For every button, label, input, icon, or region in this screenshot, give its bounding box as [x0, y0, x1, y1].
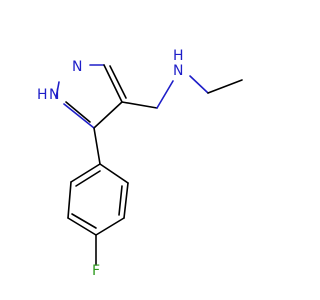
bond-c4-ch2: [121, 101, 158, 109]
bond-nh-ch2: [189, 75, 209, 94]
bond-c3-c4: [103, 64, 123, 103]
bond-ch2-ch3: [207, 79, 243, 94]
bond-ar4-ar5: [67, 217, 97, 236]
bond-ar6-ar1: [70, 163, 101, 183]
pyrazole-ring: [55, 64, 127, 129]
atom-labels: N H N H N F: [37, 48, 184, 279]
molecule-structure: N H N H N F: [37, 48, 243, 279]
bond-c5-n1: [63, 103, 95, 129]
bond-ar5-ar6: [67, 181, 72, 219]
bond-c5-aryl: [93, 127, 101, 165]
bond-ar4-ar5-double: [71, 213, 97, 229]
atom-ring-nh-h: H: [37, 87, 48, 103]
atom-fluorine: F: [92, 263, 100, 279]
bond-n1-n2: [55, 81, 60, 99]
bond-ar6-ar1-double: [75, 170, 101, 187]
atom-amine-h: H: [173, 48, 184, 64]
atom-ring-n: N: [72, 59, 82, 75]
atom-amine-n: N: [173, 63, 183, 79]
fluorophenyl-ring: [67, 127, 129, 266]
bond-c3-c4-double: [109, 65, 127, 99]
bond-c5-n1-double: [65, 101, 91, 123]
bond-ar3-ar4: [95, 217, 125, 236]
ethylaminomethyl-chain: [121, 75, 243, 109]
atom-ring-nh: N: [49, 87, 59, 103]
bond-ar1-ar2: [99, 163, 129, 184]
bond-ar2-ar3: [123, 182, 129, 219]
bond-ch2-nh: [156, 80, 174, 109]
bond-ar2-ar3-double: [118, 185, 123, 216]
bond-c4-c5: [93, 101, 123, 129]
